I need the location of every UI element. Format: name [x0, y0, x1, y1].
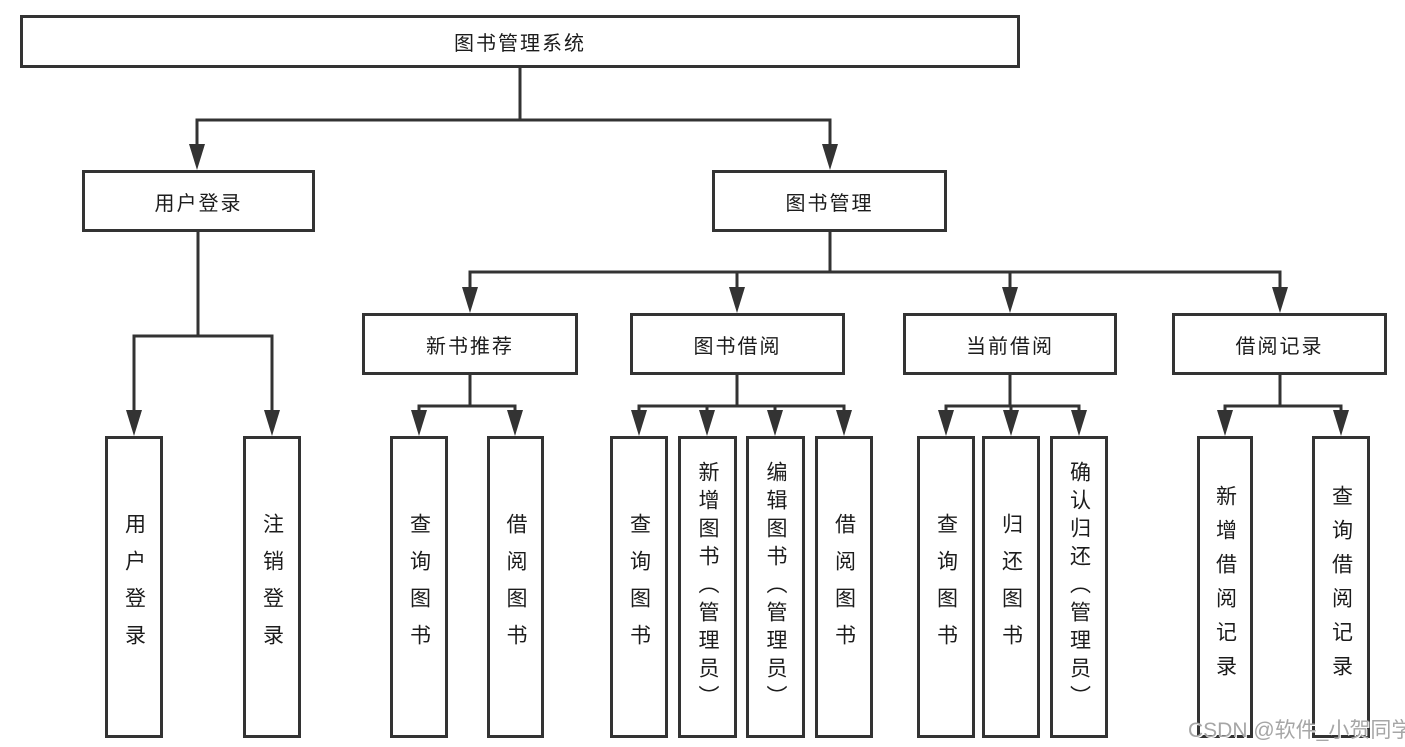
node-book-borrowing-label: 图书借阅: [693, 335, 782, 358]
node-user-login: 用户登录: [82, 170, 315, 232]
node-borrowing-records-label: 借阅记录: [1235, 335, 1324, 358]
leaf-query-book-current: 查询图书: [917, 436, 975, 738]
leaf-edit-book-admin: 编辑图书（管理员）: [746, 436, 805, 738]
leaf-confirm-return-admin-label: 确认归还（管理员）: [1067, 461, 1091, 713]
leaf-edit-book-admin-label: 编辑图书（管理员）: [764, 461, 787, 713]
leaf-query-book-borrow: 查询图书: [610, 436, 668, 738]
node-user-login-label: 用户登录: [154, 192, 243, 215]
leaf-add-book-admin: 新增图书（管理员）: [678, 436, 737, 738]
leaf-add-borrow-record: 新增借阅记录: [1197, 436, 1253, 738]
leaf-query-book-current-label: 查询图书: [934, 513, 958, 661]
node-library-system-label: 图书管理系统: [454, 33, 586, 55]
leaf-confirm-return-admin: 确认归还（管理员）: [1050, 436, 1108, 738]
leaf-query-borrow-record-label: 查询借阅记录: [1329, 485, 1353, 689]
node-book-borrowing: 图书借阅: [630, 313, 845, 375]
leaf-return-book: 归还图书: [982, 436, 1040, 738]
watermark: CSDN @软件_小贺同学: [1188, 719, 1405, 742]
leaf-add-borrow-record-label: 新增借阅记录: [1213, 485, 1237, 689]
leaf-add-book-admin-label: 新增图书（管理员）: [696, 461, 719, 713]
node-new-book-recommend-label: 新书推荐: [426, 335, 514, 358]
leaf-borrow-book-recommend: 借阅图书: [487, 436, 544, 738]
leaf-logout-label: 注销登录: [260, 513, 284, 661]
leaf-query-borrow-record: 查询借阅记录: [1312, 436, 1370, 738]
leaf-user-login-label: 用户登录: [122, 513, 146, 661]
leaf-return-book-label: 归还图书: [999, 513, 1023, 661]
node-library-system: 图书管理系统: [20, 15, 1020, 68]
node-book-management: 图书管理: [712, 170, 947, 232]
node-current-borrowing-label: 当前借阅: [966, 335, 1054, 358]
leaf-query-book-borrow-label: 查询图书: [627, 513, 651, 661]
leaf-borrow-book-label: 借阅图书: [832, 513, 856, 661]
leaf-query-book-recommend-label: 查询图书: [407, 513, 431, 661]
leaf-borrow-book: 借阅图书: [815, 436, 873, 738]
leaf-user-login: 用户登录: [105, 436, 163, 738]
leaf-logout: 注销登录: [243, 436, 301, 738]
node-borrowing-records: 借阅记录: [1172, 313, 1387, 375]
leaf-query-book-recommend: 查询图书: [390, 436, 448, 738]
node-new-book-recommend: 新书推荐: [362, 313, 578, 375]
leaf-borrow-book-recommend-label: 借阅图书: [504, 513, 527, 661]
node-current-borrowing: 当前借阅: [903, 313, 1117, 375]
node-book-management-label: 图书管理: [785, 192, 874, 215]
